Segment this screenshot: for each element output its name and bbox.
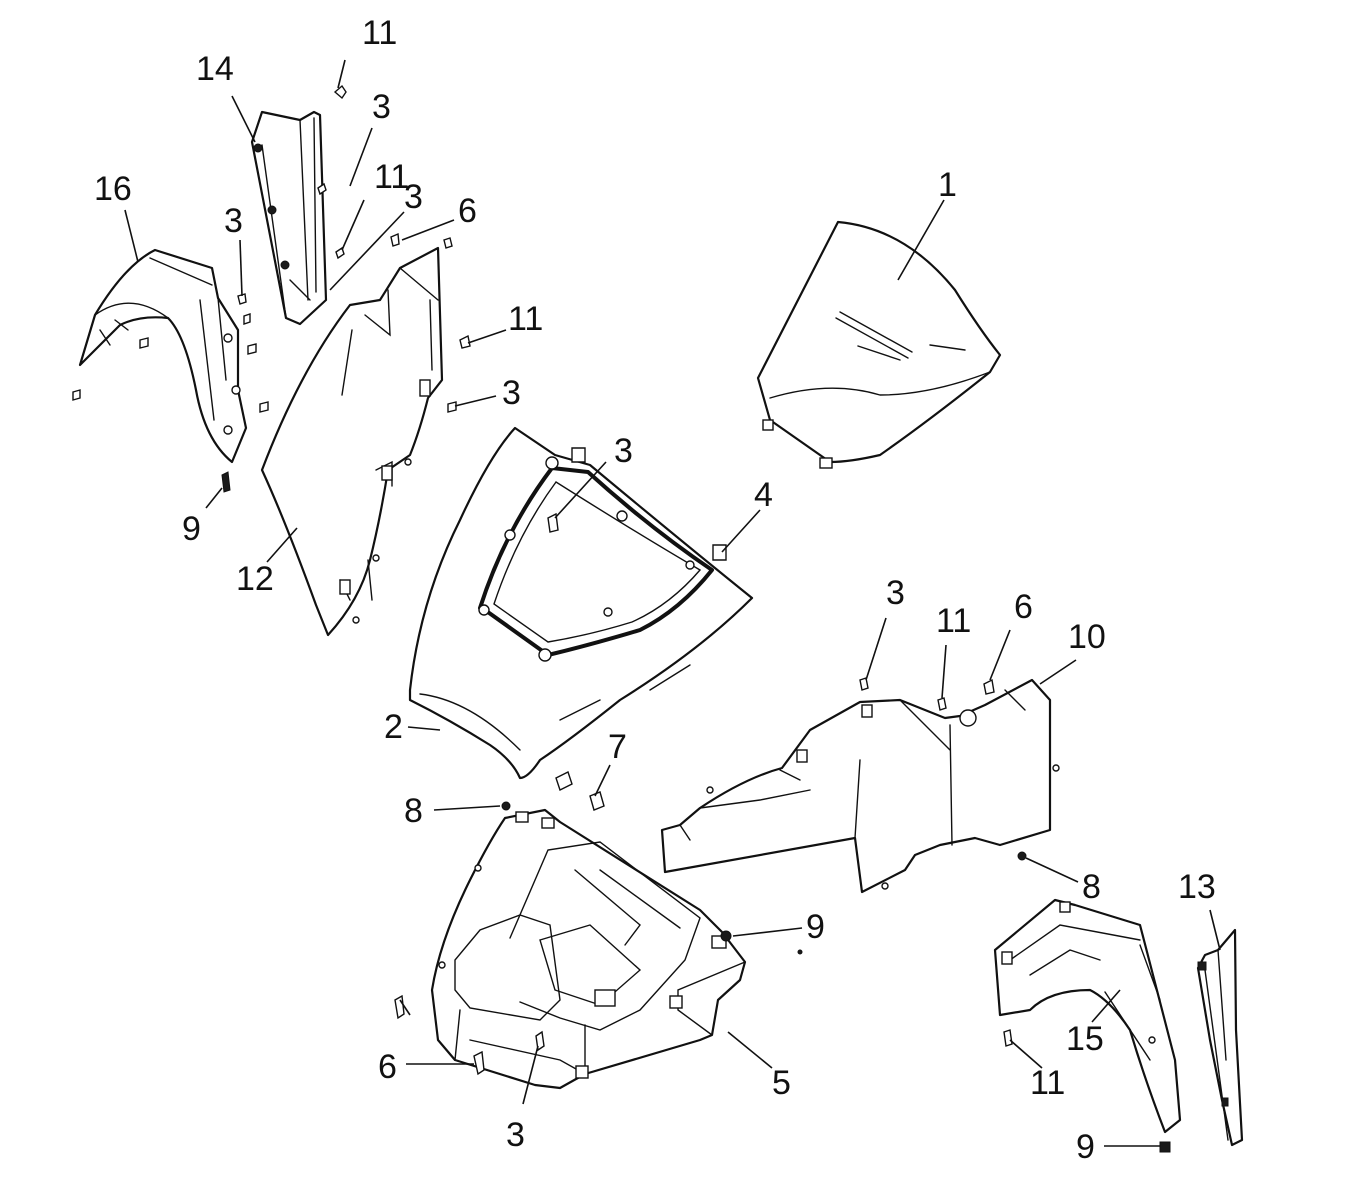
callout-14: 14 <box>196 50 234 88</box>
callout-3: 3 <box>224 202 243 240</box>
callout-3: 3 <box>614 432 633 470</box>
callout-9: 9 <box>806 908 825 946</box>
callout-8: 8 <box>1082 868 1101 906</box>
leader-lines <box>124 59 1221 1147</box>
callout-11: 11 <box>374 158 409 196</box>
part-2-front-hood <box>408 426 754 780</box>
part-12-left-side-panel <box>260 246 444 637</box>
callout-13: 13 <box>1178 868 1216 906</box>
fasteners <box>72 84 1171 1153</box>
callout-7: 7 <box>608 728 627 766</box>
callout-16: 16 <box>94 170 132 208</box>
callout-3: 3 <box>506 1116 525 1154</box>
callout-6: 6 <box>378 1048 397 1086</box>
callout-1: 1 <box>938 166 957 204</box>
callout-labels: 1 2 3 3 3 3 3 3 3 4 5 6 6 6 7 8 8 9 9 9 … <box>94 14 1216 1166</box>
part-14-left-upright-bracket <box>250 110 328 326</box>
callout-9: 9 <box>182 510 201 548</box>
part-16-left-fender-flare <box>78 248 248 464</box>
callout-11: 11 <box>936 602 971 640</box>
callout-11: 11 <box>1030 1064 1065 1102</box>
part-15-right-fender-flare <box>993 898 1182 1134</box>
callout-11: 11 <box>362 14 397 52</box>
part-1-upper-cowl <box>756 220 1002 469</box>
callout-5: 5 <box>772 1064 791 1102</box>
callout-11: 11 <box>508 300 543 338</box>
callout-3: 3 <box>404 178 423 216</box>
callout-4: 4 <box>754 476 773 514</box>
callout-15: 15 <box>1066 1020 1104 1058</box>
callout-12: 12 <box>236 560 274 598</box>
part-13-right-upright-bracket <box>1196 928 1244 1147</box>
callout-10: 10 <box>1068 618 1106 656</box>
part-10-right-side-panel <box>660 678 1060 894</box>
callout-3: 3 <box>502 374 521 412</box>
callout-9: 9 <box>1076 1128 1095 1166</box>
callout-3: 3 <box>886 574 905 612</box>
callout-8: 8 <box>404 792 423 830</box>
callout-2: 2 <box>384 708 403 746</box>
callout-6: 6 <box>458 192 477 230</box>
callout-6: 6 <box>1014 588 1033 626</box>
callout-3: 3 <box>372 88 391 126</box>
